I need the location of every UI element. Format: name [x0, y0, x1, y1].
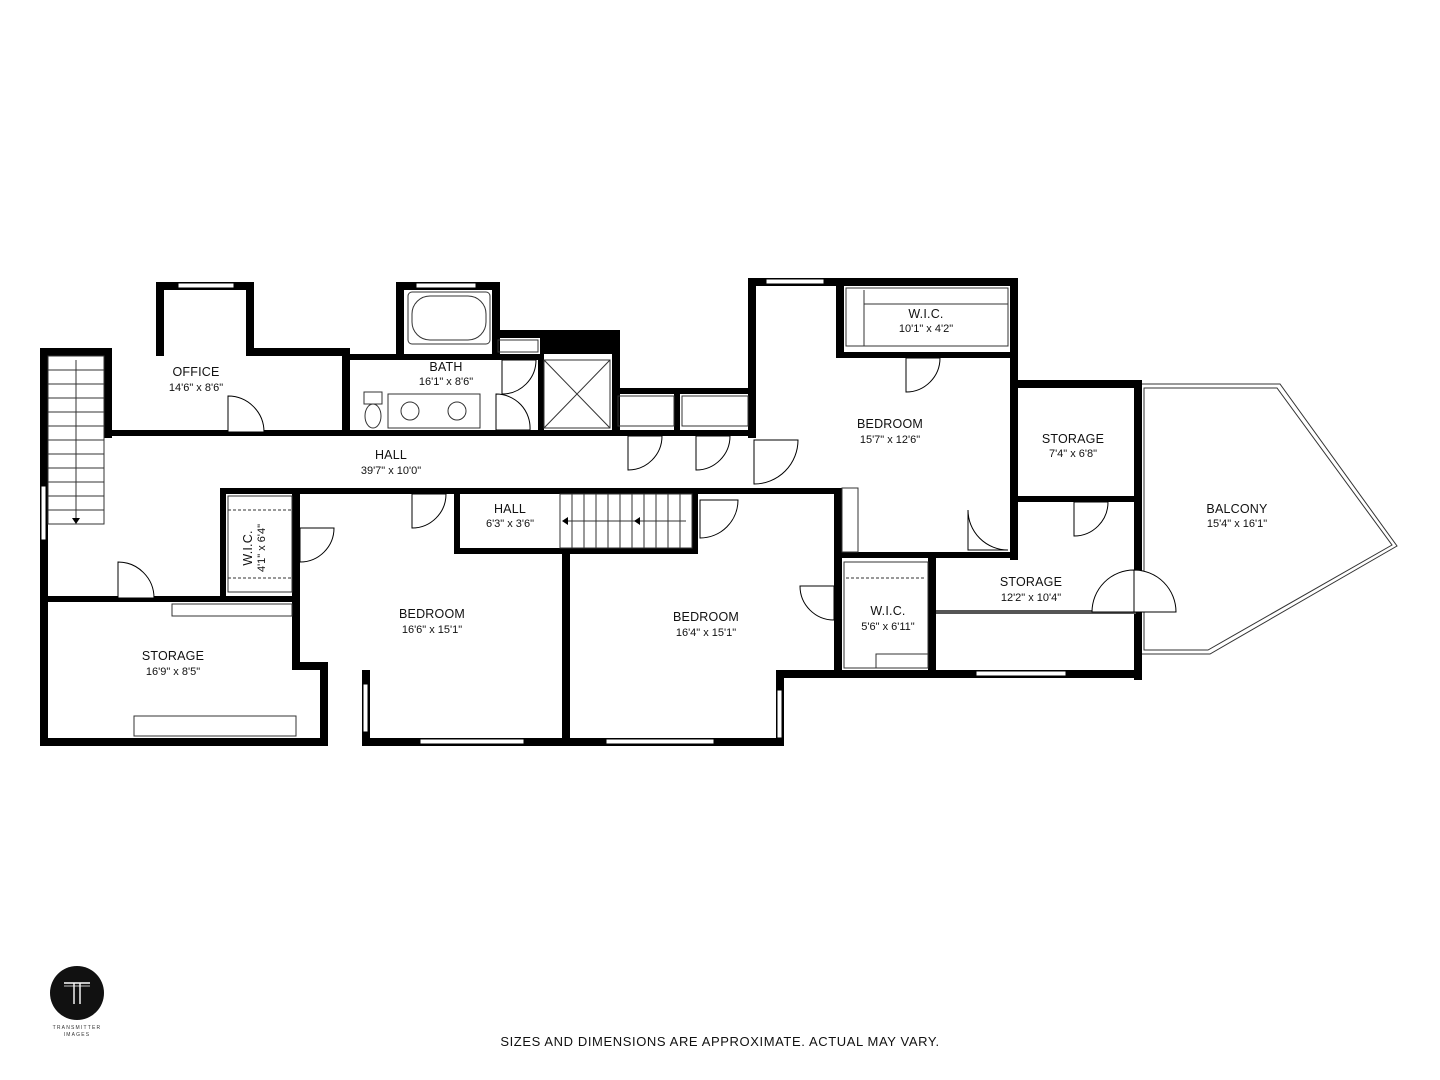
wic-top-label: W.I.C. — [908, 307, 943, 321]
wic-left-dims: 4'1" x 6'4" — [256, 524, 268, 572]
balcony-label: BALCONY — [1206, 502, 1268, 516]
office-label: OFFICE — [172, 365, 219, 379]
windows — [40, 278, 1067, 745]
t-logo-icon — [64, 982, 90, 1004]
storage-mid-label: STORAGE — [1000, 575, 1062, 589]
hall-main-label: HALL — [375, 448, 407, 462]
closet-shelving — [133, 287, 1009, 737]
bedroom-top-dims: 15'7" x 12'6" — [860, 434, 920, 446]
walls — [40, 278, 1142, 746]
wic-mid-dims: 5'6" x 6'11" — [861, 621, 914, 633]
bedroom-left-dims: 16'6" x 15'1" — [402, 624, 462, 636]
balcony-dims: 15'4" x 16'1" — [1207, 518, 1267, 530]
wic-mid-label: W.I.C. — [870, 604, 905, 618]
bath-dims: 16'1" x 8'6" — [419, 376, 473, 388]
brand-line-1: TRANSMITTER — [52, 1025, 102, 1031]
storage-left-dims: 16'9" x 8'5" — [146, 666, 200, 678]
bedroom-mid-dims: 16'4" x 15'1" — [676, 627, 736, 639]
disclaimer-text: SIZES AND DIMENSIONS ARE APPROXIMATE. AC… — [500, 1034, 940, 1049]
storage-top-dims: 7'4" x 6'8" — [1049, 448, 1097, 460]
hall-small-label: HALL — [494, 502, 526, 516]
stairs-center — [559, 493, 693, 549]
brand-logo — [50, 966, 104, 1020]
bath-fixtures — [363, 291, 749, 429]
hall-small-dims: 6'3" x 3'6" — [486, 518, 534, 530]
storage-mid-dims: 12'2" x 10'4" — [1001, 592, 1061, 604]
wic-left-label: W.I.C. — [241, 530, 255, 565]
balcony-outline — [1139, 383, 1398, 655]
office-dims: 14'6" x 8'6" — [169, 382, 223, 394]
bedroom-top-label: BEDROOM — [857, 417, 923, 431]
stairs-left — [47, 355, 105, 525]
bath-label: BATH — [429, 360, 462, 374]
storage-top-label: STORAGE — [1042, 432, 1104, 446]
brand-text: TRANSMITTER IMAGES — [44, 1025, 110, 1039]
hall-main-dims: 39'7" x 10'0" — [361, 465, 421, 477]
bedroom-mid-label: BEDROOM — [673, 610, 739, 624]
doors — [45, 357, 1177, 621]
bedroom-left-label: BEDROOM — [399, 607, 465, 621]
storage-left-label: STORAGE — [142, 649, 204, 663]
wic-top-dims: 10'1" x 4'2" — [899, 323, 953, 335]
room-labels: OFFICE 14'6" x 8'6" BATH 16'1" x 8'6" HA… — [142, 307, 1268, 678]
brand-line-2: IMAGES — [63, 1032, 91, 1038]
